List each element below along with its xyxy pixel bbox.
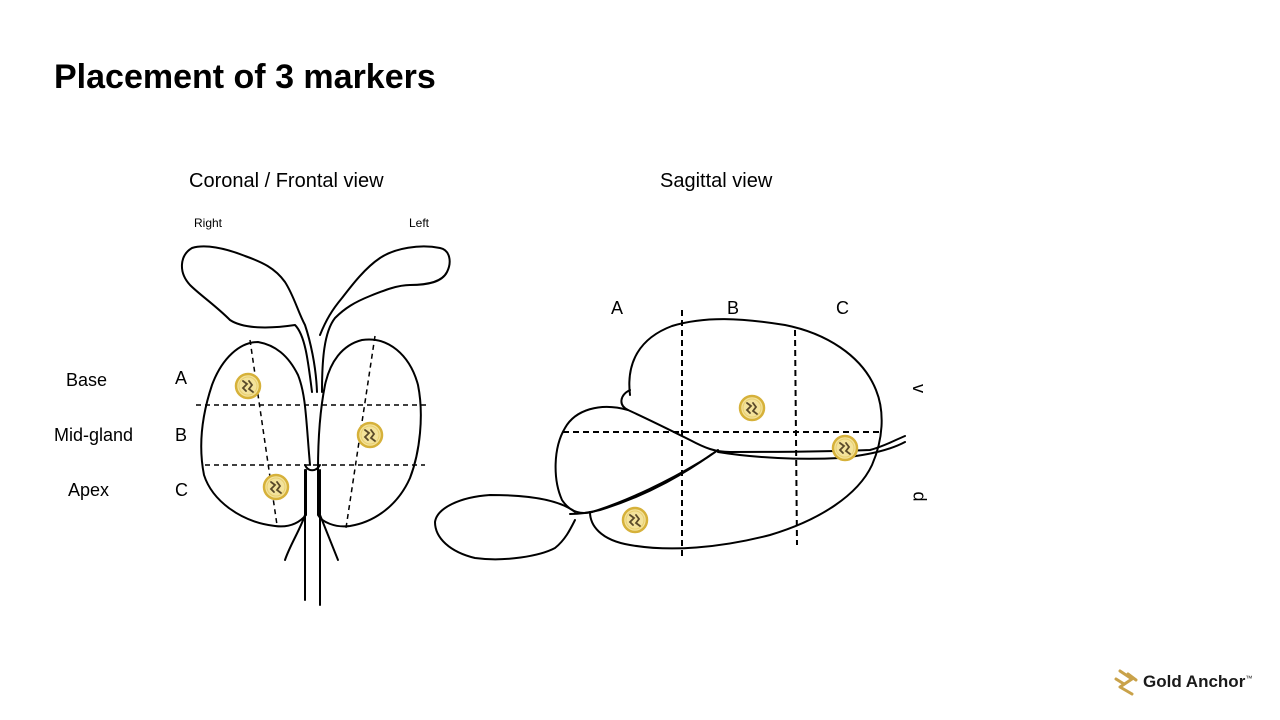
- zone-label-a: A: [175, 368, 188, 388]
- logo-text: Gold Anchor: [1143, 672, 1246, 691]
- zone-label-b: B: [175, 425, 188, 445]
- sagittal-bulb: [434, 494, 576, 561]
- sagittal-bladder-neck: [620, 389, 906, 453]
- sagittal-view-title: Sagittal view: [660, 170, 773, 192]
- logo-trademark: ™: [1245, 675, 1253, 683]
- gold-marker-icon: [234, 372, 262, 400]
- gold-marker-icon: [621, 506, 649, 534]
- row-label-mid-gland: Mid-gland: [54, 425, 134, 445]
- gold-marker-icon: [738, 394, 766, 422]
- zone-label-c: C: [175, 480, 188, 500]
- verumontanum: [304, 464, 321, 472]
- row-label-base: Base: [66, 370, 108, 390]
- sagittal-zone-a: A: [611, 298, 624, 318]
- gold-anchor-logo-icon: [1114, 669, 1138, 696]
- coronal-left-label: Left: [409, 216, 430, 230]
- left-seminal-vesicle: [319, 245, 451, 393]
- row-label-apex: Apex: [68, 480, 110, 500]
- coronal-right-label: Right: [194, 216, 223, 230]
- sagittal-drawing: [434, 310, 906, 561]
- urethra-base: [284, 514, 339, 561]
- gold-marker-icon: [356, 421, 384, 449]
- sagittal-prostate-outline: [589, 318, 883, 550]
- gold-marker-icon: [831, 434, 859, 462]
- sagittal-urethra: [569, 441, 906, 515]
- gold-marker-icon: [262, 473, 290, 501]
- urethra: [304, 469, 321, 606]
- sagittal-zone-b: B: [727, 298, 740, 318]
- logo-wordmark: Gold Anchor™: [1143, 672, 1252, 692]
- right-seminal-vesicle: [181, 245, 318, 393]
- sagittal-zone-c: C: [836, 298, 849, 318]
- prostate-outline: [200, 338, 422, 528]
- coronal-view-title: Coronal / Frontal view: [189, 170, 384, 192]
- coronal-drawing: [181, 245, 451, 606]
- sagittal-divider-bc: [794, 329, 798, 546]
- slide-title: Placement of 3 markers: [54, 58, 436, 96]
